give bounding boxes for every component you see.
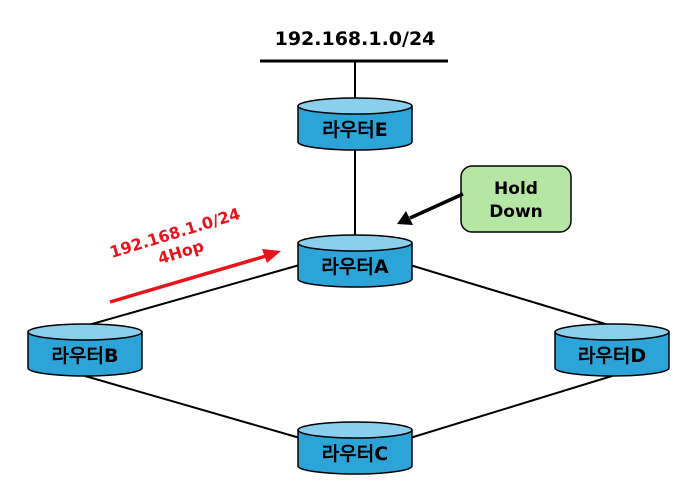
advertisement-label: 192.168.1.0/24 4Hop: [107, 204, 242, 268]
network-label: 192.168.1.0/24: [275, 28, 436, 50]
link-b-c: [84, 375, 301, 439]
router-a: 라우터A: [297, 234, 413, 288]
router-b: 라우터B: [27, 323, 143, 377]
router-e: 라우터E: [297, 97, 413, 151]
callout-line-2: Down: [489, 202, 543, 222]
router-a-label: 라우터A: [321, 256, 388, 278]
link-d-c: [409, 375, 613, 439]
link-a-d: [399, 261, 613, 327]
router-c: 라우터C: [297, 421, 413, 475]
router-d-label: 라우터D: [578, 345, 646, 367]
route-advertisement-arrow: [109, 249, 281, 304]
router-e-label: 라우터E: [322, 119, 387, 141]
router-d: 라우터D: [554, 323, 670, 377]
router-b-label: 라우터B: [52, 345, 119, 367]
router-c-label: 라우터C: [322, 443, 388, 465]
hold-down-callout: Hold Down: [460, 165, 572, 233]
link-a-b: [84, 261, 311, 327]
hold-down-arrow: [397, 192, 464, 225]
callout-line-1: Hold: [494, 179, 538, 199]
